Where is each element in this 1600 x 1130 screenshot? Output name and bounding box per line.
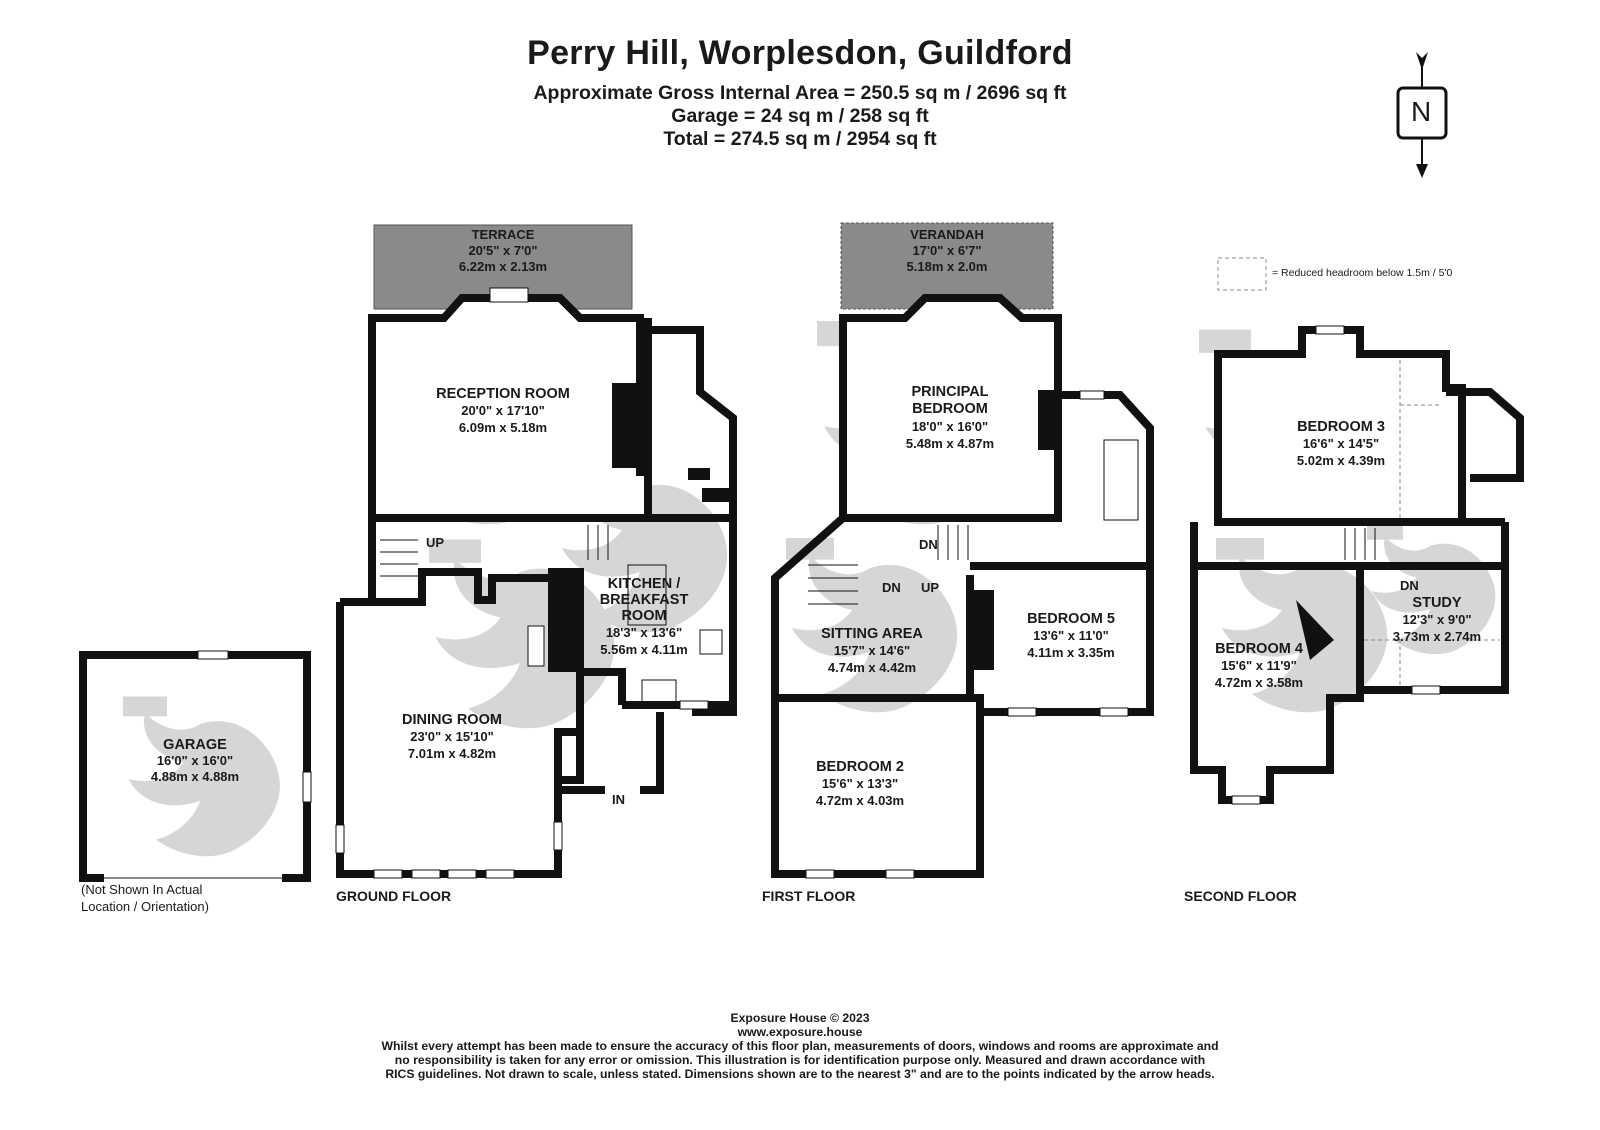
garage-plan bbox=[79, 650, 312, 882]
bedroom5-label: BEDROOM 5 bbox=[1027, 611, 1115, 627]
garage-note-1: (Not Shown In Actual bbox=[81, 882, 203, 897]
first-floor-label: FIRST FLOOR bbox=[762, 888, 856, 904]
garage-label: GARAGE bbox=[163, 737, 227, 753]
plan-title: Perry Hill, Worplesdon, Guildford bbox=[527, 34, 1073, 72]
bedroom2-imperial: 15'6" x 13'3" bbox=[821, 776, 899, 791]
study-metric: 3.73m x 2.74m bbox=[1392, 629, 1482, 644]
footer-disclaimer-2: no responsibility is taken for any error… bbox=[394, 1053, 1206, 1067]
dining-imperial: 23'0" x 15'10" bbox=[410, 729, 494, 744]
bedroom4-label: BEDROOM 4 bbox=[1215, 641, 1303, 657]
terrace-label: TERRACE bbox=[471, 227, 535, 242]
north-arrow-icon bbox=[1396, 52, 1448, 178]
kitchen-label-1: KITCHEN / bbox=[607, 576, 681, 592]
study-imperial: 12'3" x 9'0" bbox=[1402, 612, 1472, 627]
bedroom3-label: BEDROOM 3 bbox=[1297, 419, 1385, 435]
total-area-text: Total = 274.5 sq m / 2954 sq ft bbox=[663, 128, 937, 150]
verandah-metric: 5.18m x 2.0m bbox=[906, 259, 988, 274]
ground-up-label: UP bbox=[426, 535, 445, 550]
principal-imperial: 18'0" x 16'0" bbox=[911, 419, 989, 434]
ground-floor-label: GROUND FLOOR bbox=[336, 888, 452, 904]
dining-label: DINING ROOM bbox=[402, 712, 502, 728]
sitting-label: SITTING AREA bbox=[821, 626, 923, 642]
verandah-label: VERANDAH bbox=[910, 227, 984, 242]
principal-label-2: BEDROOM bbox=[912, 401, 988, 417]
terrace-metric: 6.22m x 2.13m bbox=[458, 259, 548, 274]
first-up-label: UP bbox=[921, 580, 940, 595]
verandah-imperial: 17'0" x 6'7" bbox=[912, 243, 982, 258]
sitting-metric: 4.74m x 4.42m bbox=[827, 660, 917, 675]
kitchen-label-2: BREAKFAST bbox=[599, 592, 689, 608]
second-floor-label: SECOND FLOOR bbox=[1184, 888, 1297, 904]
garage-metric: 4.88m x 4.88m bbox=[150, 769, 240, 784]
dining-metric: 7.01m x 4.82m bbox=[407, 746, 497, 761]
footer-copyright: Exposure House © 2023 bbox=[730, 1011, 870, 1025]
first-dn-label-2: DN bbox=[882, 580, 901, 595]
compass-letter: N bbox=[1411, 96, 1432, 127]
garage-note-2: Location / Orientation) bbox=[81, 899, 209, 914]
bedroom2-metric: 4.72m x 4.03m bbox=[815, 793, 905, 808]
reception-label: RECEPTION ROOM bbox=[436, 386, 570, 402]
legend-text: = Reduced headroom below 1.5m / 5'0 bbox=[1272, 267, 1453, 279]
bedroom2-label: BEDROOM 2 bbox=[816, 759, 904, 775]
second-dn-label: DN bbox=[1400, 578, 1419, 593]
principal-metric: 5.48m x 4.87m bbox=[905, 436, 995, 451]
bedroom5-metric: 4.11m x 3.35m bbox=[1027, 645, 1115, 660]
entrance-label: IN bbox=[612, 792, 625, 807]
second-floor-plan bbox=[1190, 325, 1524, 805]
reception-metric: 6.09m x 5.18m bbox=[458, 420, 548, 435]
bedroom3-imperial: 16'6" x 14'5" bbox=[1302, 436, 1380, 451]
bedroom5-imperial: 13'6" x 11'0" bbox=[1033, 628, 1109, 643]
kitchen-imperial: 18'3" x 13'6" bbox=[605, 625, 683, 640]
bedroom3-metric: 5.02m x 4.39m bbox=[1296, 453, 1386, 468]
footer-disclaimer-3: RICS guidelines. Not drawn to scale, unl… bbox=[385, 1067, 1215, 1081]
bedroom4-imperial: 15'6" x 11'9" bbox=[1221, 658, 1297, 673]
first-dn-label-1: DN bbox=[919, 537, 938, 552]
sitting-imperial: 15'7" x 14'6" bbox=[833, 643, 911, 658]
reception-imperial: 20'0" x 17'10" bbox=[461, 403, 545, 418]
garage-imperial: 16'0" x 16'0" bbox=[156, 753, 234, 768]
first-floor-plan bbox=[771, 222, 1154, 879]
study-label: STUDY bbox=[1412, 595, 1462, 611]
terrace-imperial: 20'5" x 7'0" bbox=[468, 243, 538, 258]
ground-floor-plan bbox=[335, 224, 737, 879]
garage-area-text: Garage = 24 sq m / 258 sq ft bbox=[671, 105, 929, 127]
footer-website: www.exposure.house bbox=[737, 1025, 863, 1039]
gross-area-text: Approximate Gross Internal Area = 250.5 … bbox=[533, 82, 1067, 104]
dashed-box-icon bbox=[1217, 257, 1267, 291]
kitchen-metric: 5.56m x 4.11m bbox=[600, 642, 688, 657]
bedroom4-metric: 4.72m x 3.58m bbox=[1214, 675, 1304, 690]
footer-disclaimer-1: Whilst every attempt has been made to en… bbox=[381, 1039, 1219, 1053]
kitchen-label-3: ROOM bbox=[621, 608, 667, 624]
principal-label-1: PRINCIPAL bbox=[911, 384, 989, 400]
